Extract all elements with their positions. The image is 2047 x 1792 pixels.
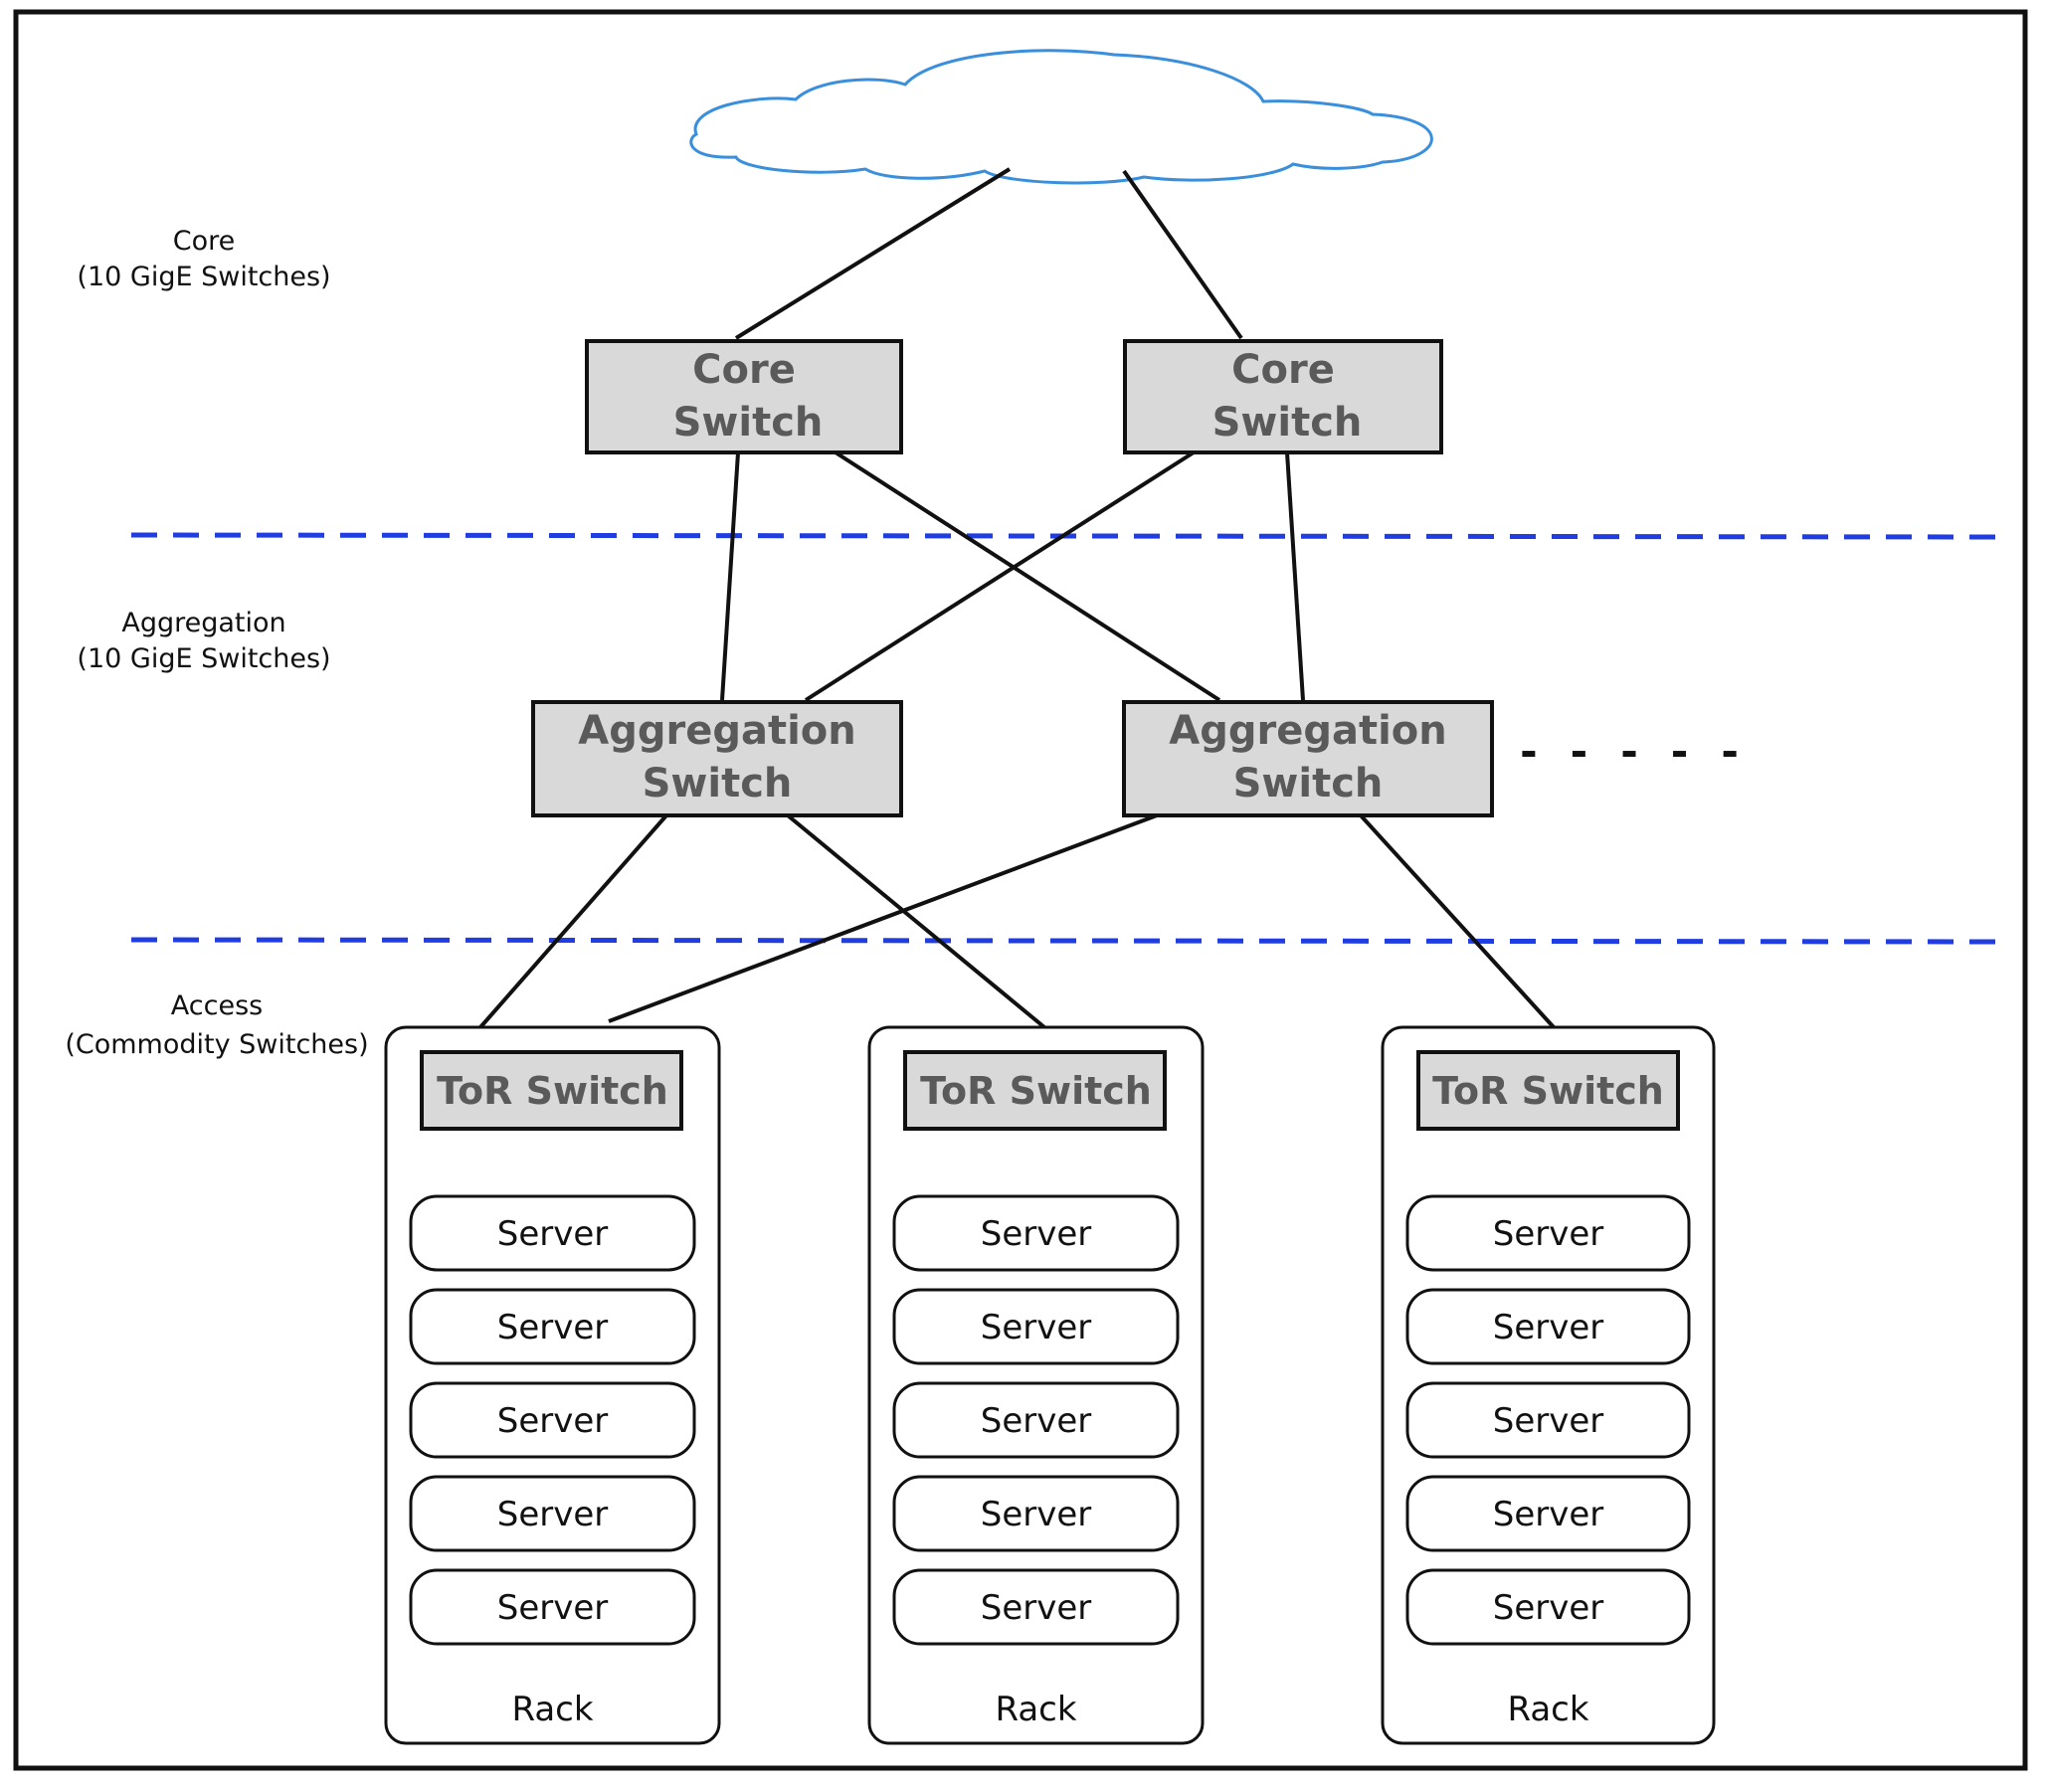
tor-switch: ToR Switch	[420, 1050, 683, 1131]
core-switch: Core Switch	[1123, 339, 1443, 454]
core-switch-label-line1: Core	[692, 347, 796, 393]
server-label: Server	[497, 1214, 609, 1254]
server-label: Server	[981, 1214, 1092, 1254]
server-label: Server	[1493, 1214, 1604, 1254]
server: Server	[892, 1288, 1180, 1365]
link-agg2-tor3	[1359, 813, 1556, 1029]
server: Server	[1405, 1194, 1691, 1272]
aggregation-switch: Aggregation Switch	[1122, 700, 1494, 817]
aggregation-layer-title: Aggregation	[121, 608, 285, 638]
server: Server	[1405, 1475, 1691, 1552]
server: Server	[892, 1568, 1180, 1646]
server-label: Server	[981, 1401, 1092, 1441]
internet-cloud-icon	[689, 49, 1433, 185]
server-label: Server	[981, 1588, 1092, 1628]
rack: ToR SwitchServerServerServerServerServer…	[867, 1025, 1205, 1745]
link-core2-agg1	[804, 450, 1196, 702]
tor-switch-label: ToR Switch	[920, 1069, 1152, 1113]
tor-switch-label: ToR Switch	[1432, 1069, 1664, 1113]
server: Server	[1405, 1381, 1691, 1459]
core-switch-label-line1: Core	[1231, 347, 1335, 393]
rack-label: Rack	[1507, 1690, 1588, 1729]
aggregation-switch-label-line2: Switch	[643, 761, 793, 806]
server: Server	[409, 1475, 696, 1552]
tor-switch-label: ToR Switch	[437, 1069, 668, 1113]
server: Server	[1405, 1568, 1691, 1646]
server-label: Server	[1493, 1308, 1604, 1347]
core-layer-subtitle: (10 GigE Switches)	[77, 262, 330, 292]
core-layer-title: Core	[173, 226, 236, 257]
aggregation-switch-label-line1: Aggregation	[578, 708, 856, 754]
server-label: Server	[497, 1401, 609, 1441]
rack: ToR SwitchServerServerServerServerServer…	[1381, 1025, 1716, 1745]
more-switches-ellipsis: - - - - -	[1516, 727, 1743, 776]
server-label: Server	[1493, 1495, 1604, 1534]
server: Server	[1405, 1288, 1691, 1365]
access-layer-subtitle: (Commodity Switches)	[65, 1029, 368, 1060]
core-switch-label-line2: Switch	[1212, 400, 1363, 446]
server: Server	[409, 1194, 696, 1272]
core-switch-label-line2: Switch	[673, 400, 824, 446]
core-switch: Core Switch	[585, 339, 903, 454]
link-core2-agg2	[1285, 451, 1305, 701]
server-label: Server	[497, 1495, 609, 1534]
aggregation-layer-subtitle: (10 GigE Switches)	[77, 643, 330, 674]
server-label: Server	[1493, 1401, 1604, 1441]
aggregation-switch-label-line2: Switch	[1233, 761, 1384, 806]
link-cloud-core-1	[734, 167, 1012, 340]
rack-label: Rack	[995, 1690, 1076, 1729]
server: Server	[892, 1194, 1180, 1272]
server-label: Server	[1493, 1588, 1604, 1628]
rack: ToR SwitchServerServerServerServerServer…	[384, 1025, 721, 1745]
racks-group: ToR SwitchServerServerServerServerServer…	[384, 1025, 1716, 1745]
link-agg2-tor1	[608, 813, 1158, 1023]
aggregation-switch-label-line1: Aggregation	[1169, 708, 1447, 754]
link-agg1-tor1	[478, 813, 668, 1029]
server-label: Server	[981, 1495, 1092, 1534]
rack-label: Rack	[511, 1690, 593, 1729]
server: Server	[892, 1475, 1180, 1552]
server: Server	[409, 1381, 696, 1459]
link-core1-agg2	[834, 450, 1221, 702]
link-core1-agg1	[720, 451, 740, 701]
server: Server	[892, 1381, 1180, 1459]
link-agg1-tor2	[786, 813, 1046, 1029]
server-label: Server	[981, 1308, 1092, 1347]
link-cloud-core-2	[1122, 169, 1243, 340]
server-label: Server	[497, 1308, 609, 1347]
tor-switch: ToR Switch	[1416, 1050, 1680, 1131]
aggregation-access-divider	[130, 937, 2000, 945]
server: Server	[409, 1288, 696, 1365]
tor-switch: ToR Switch	[903, 1050, 1167, 1131]
access-layer-title: Access	[171, 990, 263, 1021]
server-label: Server	[497, 1588, 609, 1628]
aggregation-switch: Aggregation Switch	[531, 700, 903, 817]
server: Server	[409, 1568, 696, 1646]
network-links	[478, 167, 1556, 1029]
